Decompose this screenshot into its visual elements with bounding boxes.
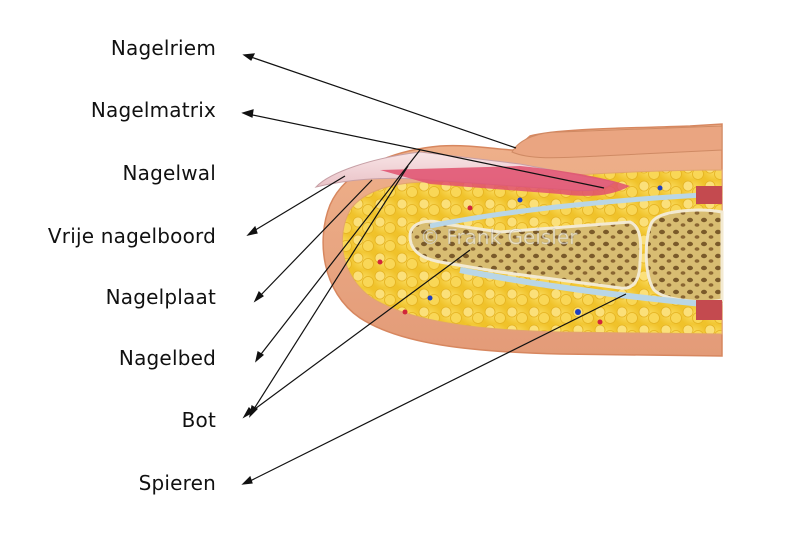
label-matrix: Nagelmatrix <box>90 98 216 122</box>
arrow-cuticle <box>247 55 517 149</box>
watermark: © Frank Geisler <box>420 225 578 249</box>
label-nail-plate: Nagelplaat <box>105 285 216 309</box>
label-muscles: Spieren <box>138 471 216 495</box>
muscle-fibers-top <box>429 191 723 229</box>
arrow-muscles <box>247 293 627 483</box>
muscle-band-top <box>696 186 722 204</box>
arrowhead-bone <box>242 407 254 419</box>
muscle-band-bottom <box>696 300 722 320</box>
blood-vessels <box>377 185 663 325</box>
arrow-free-edge <box>257 179 373 299</box>
arrowhead-free-edge <box>253 290 264 303</box>
label-cuticle: Nagelriem <box>110 36 216 60</box>
arrowhead-muscles <box>241 475 253 485</box>
arrowhead-nail-fold <box>246 225 258 236</box>
arrowhead-cuticle <box>242 53 256 61</box>
cuticle-fold <box>511 125 723 159</box>
arrow-nail-fold <box>251 175 346 233</box>
arrowhead-nail-plate <box>255 351 265 363</box>
arrow-matrix <box>247 113 605 189</box>
middle-phalanx <box>644 208 724 304</box>
label-bone: Bot <box>181 408 216 432</box>
pointer-arrows <box>241 53 627 485</box>
muscle-fibers-bottom <box>459 267 723 309</box>
arrow-nail-plate <box>257 149 421 359</box>
distal-phalanx <box>408 219 643 290</box>
nail-matrix-shape <box>380 166 630 196</box>
label-free-edge: Vrije nagelboord <box>47 224 216 248</box>
label-nail-bed: Nagelbed <box>118 346 216 370</box>
arrow-nail-bed <box>251 165 409 413</box>
arrow-bone <box>247 249 471 415</box>
label-nail-fold: Nagelwal <box>122 161 216 185</box>
arrowhead-matrix <box>241 109 254 118</box>
